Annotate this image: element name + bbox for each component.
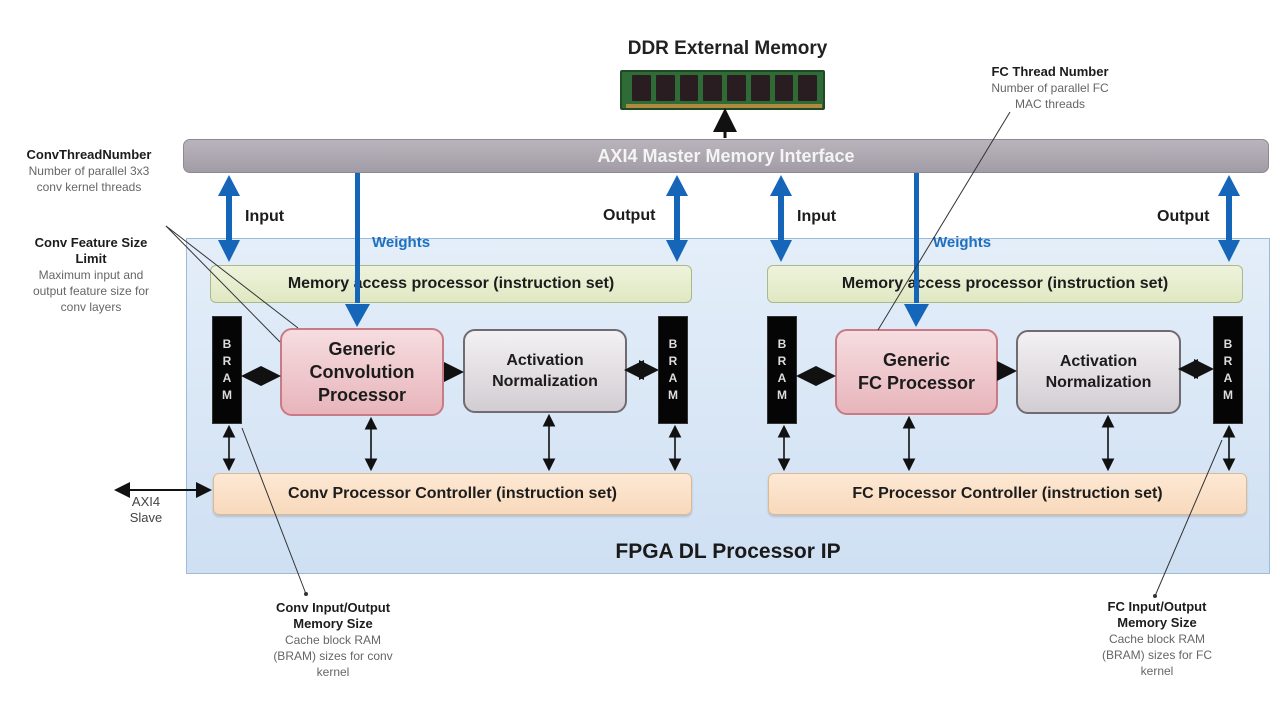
fc-input-label: Input [797,208,837,225]
ddr-memory-icon [620,70,825,110]
fc-proc-line: FC Processor [857,373,976,393]
bram-letter: R [777,354,787,368]
bram-letter: A [777,371,787,385]
memory-chip [655,75,675,101]
annotation-fc-thread-number: FC Thread Number Number of parallel FC M… [960,64,1140,112]
annotation-conv-feature-size: Conv Feature Size Limit Maximum input an… [6,235,176,315]
callout-dot [304,592,308,596]
bram-letter: B [1223,337,1233,351]
memory-chip [750,75,770,101]
fc-weights-label: Weights [933,234,992,251]
fc-input-bram: B R A M [767,316,797,424]
annotation-line: (BRAM) sizes for conv [273,649,393,663]
annotation-title: Conv Feature Size [34,235,148,250]
bram-letter: A [222,371,232,385]
fc-act-line: Activation [1059,353,1138,370]
conv-act-line: Activation [506,352,584,369]
bram-letter: M [1223,388,1233,402]
axi4-slave-line: AXI4 [131,494,161,509]
axi4-master-label: AXI4 Master Memory Interface [597,145,855,166]
bram-letter: R [668,354,678,368]
conv-memory-access-label: Memory access processor (instruction set… [287,275,615,292]
ddr-gold-contacts [626,104,822,108]
callout-dot [1153,594,1157,598]
annotation-title: FC Thread Number [991,64,1109,79]
conv-controller-label: Conv Processor Controller (instruction s… [288,485,617,502]
annotation-title: Conv Input/Output [275,600,391,615]
bram-letter: A [668,371,678,385]
annotation-line: output feature size for [32,284,150,298]
annotation-title: Memory Size [1117,615,1197,630]
bram-letter: R [222,354,232,368]
memory-chip [679,75,699,101]
annotation-line: MAC threads [1014,97,1086,111]
bram-letter: B [668,337,678,351]
memory-chip [703,75,722,101]
bram-letter: M [668,388,678,402]
fc-proc-line: Generic [882,350,951,370]
axi4-master-interface: AXI4 Master Memory Interface [183,139,1269,173]
annotation-title: FC Input/Output [1107,599,1207,614]
memory-chip [632,75,651,101]
annotation-line: (BRAM) sizes for FC [1101,648,1212,662]
fc-memory-access-processor: Memory access processor (instruction set… [767,265,1243,303]
conv-proc-line: Processor [317,384,407,405]
annotation-line: Cache block RAM [1108,632,1206,646]
annotation-line: kernel [1140,664,1174,678]
annotation-fc-memory-size: FC Input/Output Memory Size Cache block … [1072,599,1242,679]
generic-fc-processor: Generic FC Processor [835,329,998,415]
memory-chip [727,75,746,101]
annotation-line: Number of parallel FC [991,81,1109,95]
annotation-line: kernel [316,665,350,679]
axi4-slave-label: AXI4 Slave [124,494,168,526]
fc-act-line: Normalization [1045,374,1152,391]
bram-letter: A [1223,371,1233,385]
annotation-line: conv layers [60,300,122,314]
fc-processor-controller: FC Processor Controller (instruction set… [768,473,1247,515]
conv-processor-controller: Conv Processor Controller (instruction s… [213,473,692,515]
annotation-line: Number of parallel 3x3 [28,164,150,178]
fc-activation-normalization: Activation Normalization [1016,330,1181,414]
memory-chip [798,75,817,101]
bram-letter: M [777,388,787,402]
annotation-conv-thread-number: ConvThreadNumber Number of parallel 3x3 … [4,147,174,195]
conv-proc-line: Generic [328,338,396,359]
fc-memory-access-label: Memory access processor (instruction set… [841,275,1169,292]
generic-convolution-processor: Generic Convolution Processor [280,328,444,416]
conv-proc-line: Convolution [309,361,415,382]
conv-act-line: Normalization [492,373,598,390]
annotation-line: conv kernel threads [36,180,142,194]
bram-letter: B [222,337,232,351]
annotation-title: Memory Size [293,616,373,631]
bram-letter: B [777,337,787,351]
annotation-title: ConvThreadNumber [26,147,152,162]
conv-input-label: Input [245,208,285,225]
annotation-conv-memory-size: Conv Input/Output Memory Size Cache bloc… [248,600,418,680]
conv-activation-normalization: Activation Normalization [463,329,627,413]
fc-output-bram: B R A M [1213,316,1243,424]
conv-output-bram: B R A M [658,316,688,424]
annotation-title: Limit [75,251,107,266]
conv-output-label: Output [603,207,656,224]
fpga-label: FPGA DL Processor IP [615,540,841,563]
conv-input-bram: B R A M [212,316,242,424]
ddr-title: DDR External Memory [627,38,828,59]
fc-controller-label: FC Processor Controller (instruction set… [852,485,1163,502]
axi4-slave-line: Slave [129,510,163,525]
annotation-line: Cache block RAM [284,633,382,647]
memory-chip [774,75,794,101]
conv-memory-access-processor: Memory access processor (instruction set… [210,265,692,303]
bram-letter: M [222,388,232,402]
fc-output-label: Output [1157,208,1210,225]
conv-weights-label: Weights [372,234,431,251]
bram-letter: R [1223,354,1233,368]
annotation-line: Maximum input and [38,268,144,282]
